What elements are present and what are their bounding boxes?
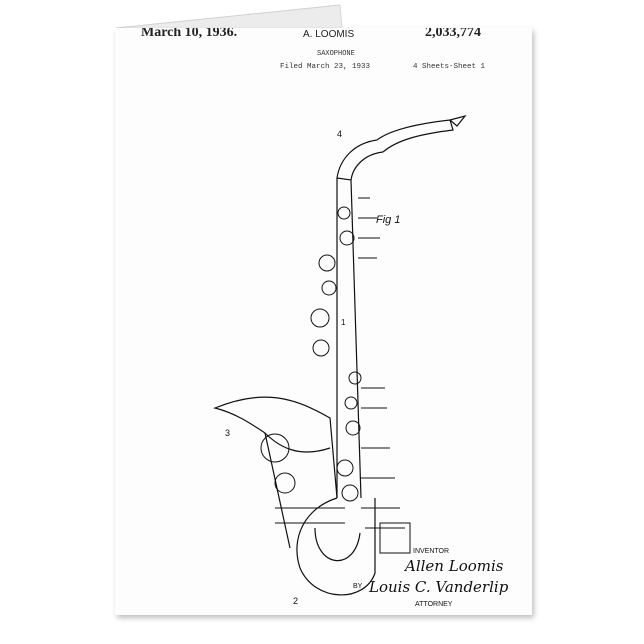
by-label: BY	[353, 582, 362, 591]
ref-number: 1	[341, 318, 345, 328]
inventor-signature: Allen Loomis	[405, 557, 503, 575]
inventor-label: INVENTOR	[413, 547, 449, 556]
saxophone-drawing	[115, 28, 532, 615]
ref-number: 2	[293, 596, 298, 607]
greeting-card: March 10, 1936. A. LOOMIS 2,033,774 SAXO…	[115, 28, 532, 615]
attorney-signature: Louis C. Vanderlip	[369, 578, 508, 596]
ref-number: 4	[337, 129, 342, 140]
ref-number: 3	[225, 428, 230, 439]
figure-label: Fig 1	[376, 214, 400, 227]
attorney-label: ATTORNEY	[415, 600, 452, 609]
